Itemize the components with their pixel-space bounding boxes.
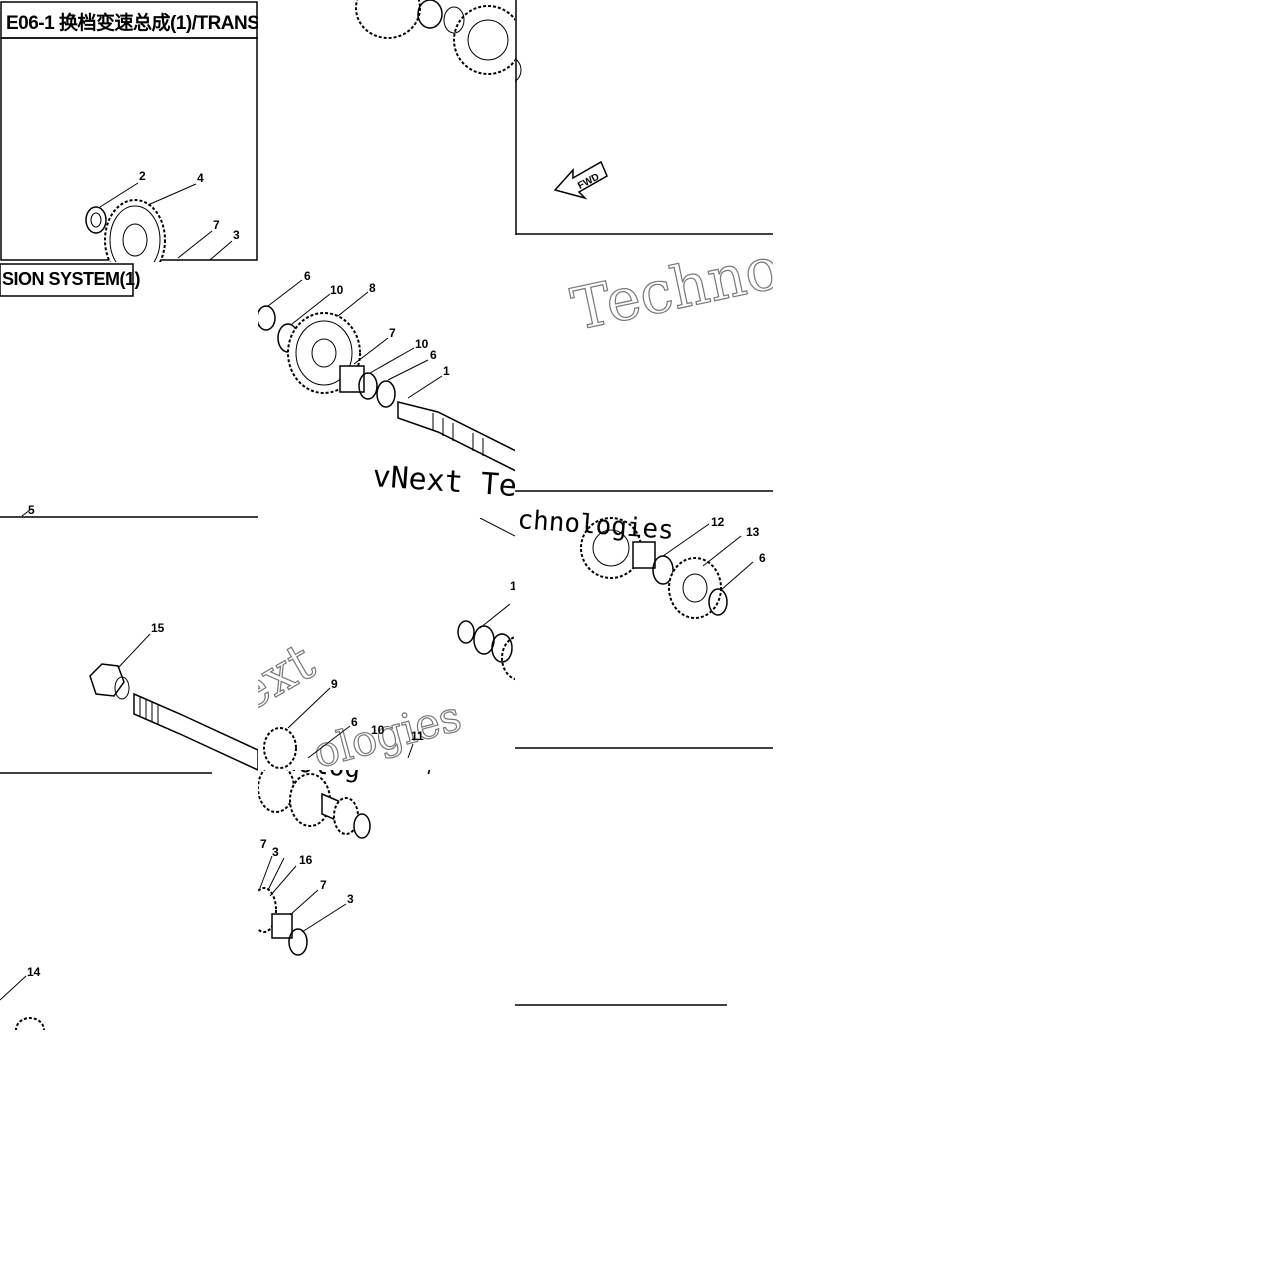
callout-4: 4 — [197, 171, 204, 185]
diagram-tile-center-lower: hnolog 7 7 3 16 7 3 — [258, 770, 515, 1030]
callout-1: 1 — [443, 364, 450, 378]
callout-10b: 10 — [415, 337, 429, 351]
tile-b-drawing — [355, 0, 515, 75]
watermark-text: vNext Te — [371, 459, 515, 504]
diagram-tile-center-right: 1 ext ologies 9 6 10 11 — [258, 518, 515, 770]
callout-7: 7 — [213, 218, 220, 232]
watermark-text: ologies — [308, 691, 466, 770]
callout-7: 7 — [426, 770, 433, 777]
callout-14: 14 — [27, 965, 41, 979]
diagram-tile-left-lower: 15 — [0, 518, 258, 774]
callout-10: 10 — [371, 723, 385, 737]
page-title-part1: E06-1 换档变速总成(1)/TRANSMIS — [6, 13, 258, 34]
callout-3: 3 — [272, 845, 279, 859]
diagram-tile-right-lower — [515, 750, 773, 1010]
diagram-tile-left-bottom: 14 — [0, 774, 258, 1030]
callout-11: 11 — [411, 729, 424, 743]
tile-f-drawing: 15 — [0, 621, 258, 774]
page-title-part2: SION SYSTEM(1) — [2, 269, 141, 289]
callout-7: 7 — [260, 837, 267, 851]
callout-3: 3 — [233, 228, 240, 242]
callout-7: 7 — [389, 326, 396, 340]
diagram-tile-left-middle: 5 SION SYSTEM(1) — [0, 262, 258, 518]
callout-7b: 7 — [320, 878, 327, 892]
tile-b2-drawing: FWD Techno — [515, 0, 773, 344]
tile-g-drawing: hnolog 7 7 3 16 7 3 — [258, 770, 433, 956]
diagram-tile-top-right: FWD Techno — [515, 0, 773, 490]
callout-12: 12 — [711, 515, 725, 529]
callout-13: 13 — [746, 525, 760, 539]
watermark-text: Techno — [566, 233, 773, 343]
tile-c-drawing: 6 10 8 7 10 6 1 vNext Te — [258, 269, 515, 504]
tile-e-drawing: 12 13 6 chnologies — [515, 490, 773, 749]
callout-6b: 6 — [430, 348, 437, 362]
diagram-tile-header: 2 4 7 3 E06-1 换档变速总成(1)/TRANSMIS — [0, 0, 258, 262]
diagram-tile-right-middle: 12 13 6 chnologies — [515, 490, 773, 750]
callout-10: 10 — [330, 283, 344, 297]
callout-15: 15 — [151, 621, 165, 635]
callout-6: 6 — [759, 551, 766, 565]
diagram-tile-top-middle — [258, 0, 515, 258]
watermark-text: chnologies — [517, 505, 675, 546]
tile-i-drawing: 14 — [0, 965, 45, 1030]
callout-2: 2 — [139, 169, 146, 183]
callout-5: 5 — [28, 503, 35, 517]
callout-9: 9 — [331, 677, 338, 691]
callout-1: 1 — [510, 579, 515, 593]
fwd-arrow-icon — [553, 160, 608, 200]
diagram-tile-center-shaft: 6 10 8 7 10 6 1 vNext Te — [258, 258, 515, 518]
callout-6: 6 — [351, 715, 358, 729]
callout-16: 16 — [299, 853, 313, 867]
tile-h-drawing — [515, 1004, 727, 1006]
tile-e2-drawing: 1 ext ologies 9 6 10 11 — [258, 518, 515, 770]
watermark-text: ext — [258, 632, 325, 725]
callout-3b: 3 — [347, 892, 354, 906]
tile-a-drawing: 2 4 7 3 — [0, 1, 258, 262]
callout-6: 6 — [304, 269, 311, 283]
callout-8: 8 — [369, 281, 376, 295]
tile-d-drawing: 5 — [0, 263, 258, 518]
